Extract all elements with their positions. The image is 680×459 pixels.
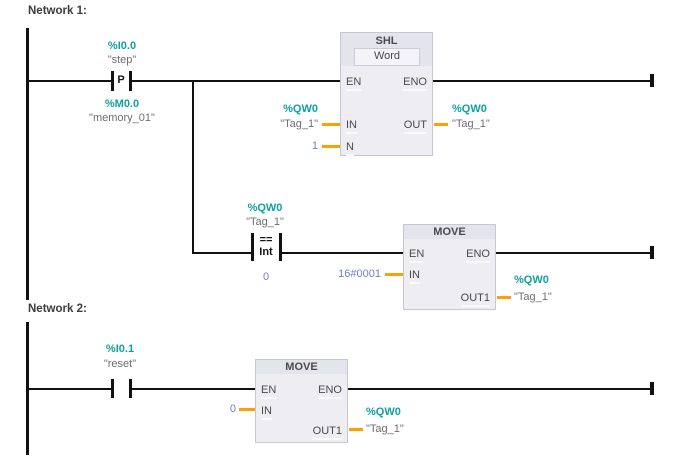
wire-segment — [132, 388, 255, 390]
wire-segment — [192, 252, 251, 254]
move-block-1[interactable]: MOVE EN ENO IN OUT1 — [403, 224, 496, 310]
operand-tag[interactable]: "memory_01" — [89, 112, 155, 124]
operand-constant[interactable]: 0 — [229, 403, 236, 415]
connector-stub-in — [322, 123, 340, 126]
connector-stub-out — [497, 296, 511, 299]
operand-tag[interactable]: "reset" — [103, 358, 137, 370]
pin-out1: OUT1 — [460, 292, 490, 307]
move-block-header: MOVE — [256, 360, 347, 374]
operand-address[interactable]: %QW0 — [247, 202, 283, 214]
connector-stub-out — [434, 123, 448, 126]
branch-wire — [192, 80, 194, 254]
pin-en: EN — [409, 248, 425, 263]
wire-segment — [26, 80, 111, 82]
contact-bar — [129, 379, 132, 398]
operand-address[interactable]: %QW0 — [452, 103, 487, 115]
rung-end-tick — [650, 382, 654, 395]
shl-datatype-dropdown[interactable]: Word — [354, 48, 420, 66]
operand-tag[interactable]: "Tag_1" — [514, 291, 552, 303]
operand-address[interactable]: %I0.1 — [105, 343, 135, 355]
compare-datatype[interactable]: Int — [259, 246, 273, 258]
operand-constant[interactable]: 16#0001 — [338, 268, 381, 280]
wire-segment — [282, 252, 403, 254]
operand-address[interactable]: %QW0 — [514, 274, 549, 286]
rung-end-tick — [650, 246, 654, 259]
shl-title: SHL — [375, 35, 398, 47]
pin-en: EN — [261, 384, 277, 399]
pin-out1: OUT1 — [312, 425, 342, 440]
move-title: MOVE — [285, 361, 318, 373]
operand-address[interactable]: %M0.0 — [104, 98, 140, 110]
contact-bar — [129, 71, 132, 91]
operand-address[interactable]: %QW0 — [366, 406, 401, 418]
operand-tag[interactable]: "Tag_1" — [366, 423, 404, 435]
contact-bar — [111, 71, 114, 91]
operand-address[interactable]: %I0.0 — [107, 40, 137, 52]
pin-in: IN — [409, 269, 420, 284]
operand-tag[interactable]: "Tag_1" — [246, 216, 284, 228]
wire-segment-eno-move2 — [348, 388, 653, 390]
network2-label[interactable]: Network 2: — [28, 303, 87, 315]
operand-constant[interactable]: 1 — [311, 140, 318, 152]
compare-operator: == — [259, 234, 273, 246]
wire-segment-eno-shl — [433, 80, 653, 82]
connector-stub-n — [322, 145, 340, 148]
wire-segment — [132, 80, 341, 82]
pin-eno: ENO — [403, 76, 427, 91]
pin-en: EN — [346, 76, 362, 91]
operand-tag[interactable]: "Tag_1" — [452, 118, 490, 130]
rung-end-tick — [650, 74, 654, 87]
connector-stub-in — [385, 273, 403, 276]
contact-bar — [279, 233, 282, 261]
pin-n: N — [346, 141, 354, 156]
pin-in: IN — [346, 119, 357, 134]
wire-segment — [26, 388, 111, 390]
contact-bar — [111, 379, 114, 398]
network1-label[interactable]: Network 1: — [28, 5, 87, 17]
shl-block[interactable]: SHL Word EN ENO IN OUT N — [340, 32, 433, 156]
pin-out: OUT — [403, 119, 427, 134]
connector-stub-in — [239, 408, 255, 411]
edge-symbol: P — [117, 74, 125, 86]
operand-address[interactable]: %QW0 — [283, 103, 318, 115]
power-rail-network1 — [26, 28, 29, 300]
wire-segment-eno-move1 — [496, 252, 653, 254]
connector-stub-out — [349, 428, 363, 431]
move-block-header: MOVE — [404, 225, 495, 239]
pin-in: IN — [261, 405, 272, 420]
operand-tag[interactable]: "Tag_1" — [280, 118, 318, 130]
pin-eno: ENO — [466, 248, 490, 263]
pin-eno: ENO — [318, 384, 342, 399]
contact-bar — [251, 233, 254, 261]
operand-tag[interactable]: "step" — [107, 54, 137, 66]
move-block-2[interactable]: MOVE EN ENO IN OUT1 — [255, 359, 348, 443]
move-title: MOVE — [433, 226, 466, 238]
compare-value[interactable]: 0 — [262, 271, 270, 283]
